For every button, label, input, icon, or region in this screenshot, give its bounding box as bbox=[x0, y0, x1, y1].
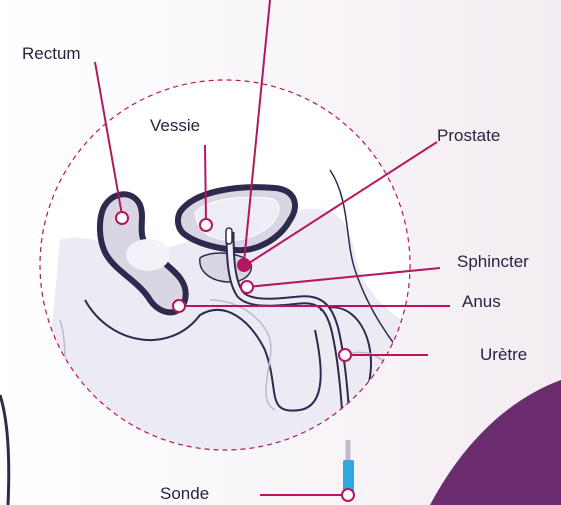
catheter-eyelet bbox=[226, 228, 232, 244]
leader-vessie bbox=[205, 145, 206, 222]
label-rectum: Rectum bbox=[22, 44, 81, 64]
sphincter-marker bbox=[241, 281, 253, 293]
prostate-marker bbox=[238, 259, 250, 271]
label-anus: Anus bbox=[462, 292, 501, 312]
rectum-marker bbox=[116, 212, 128, 224]
label-sphincter: Sphincter bbox=[457, 252, 529, 272]
label-sonde: Sonde bbox=[160, 484, 209, 504]
label-prostate: Prostate bbox=[437, 126, 500, 146]
vessie-marker bbox=[200, 219, 212, 231]
sonde-marker bbox=[342, 489, 354, 501]
rectum-highlight bbox=[126, 239, 170, 271]
anus-marker bbox=[173, 300, 185, 312]
label-uretre: Urètre bbox=[480, 345, 527, 365]
label-vessie: Vessie bbox=[150, 116, 200, 136]
uretre-marker bbox=[339, 349, 351, 361]
